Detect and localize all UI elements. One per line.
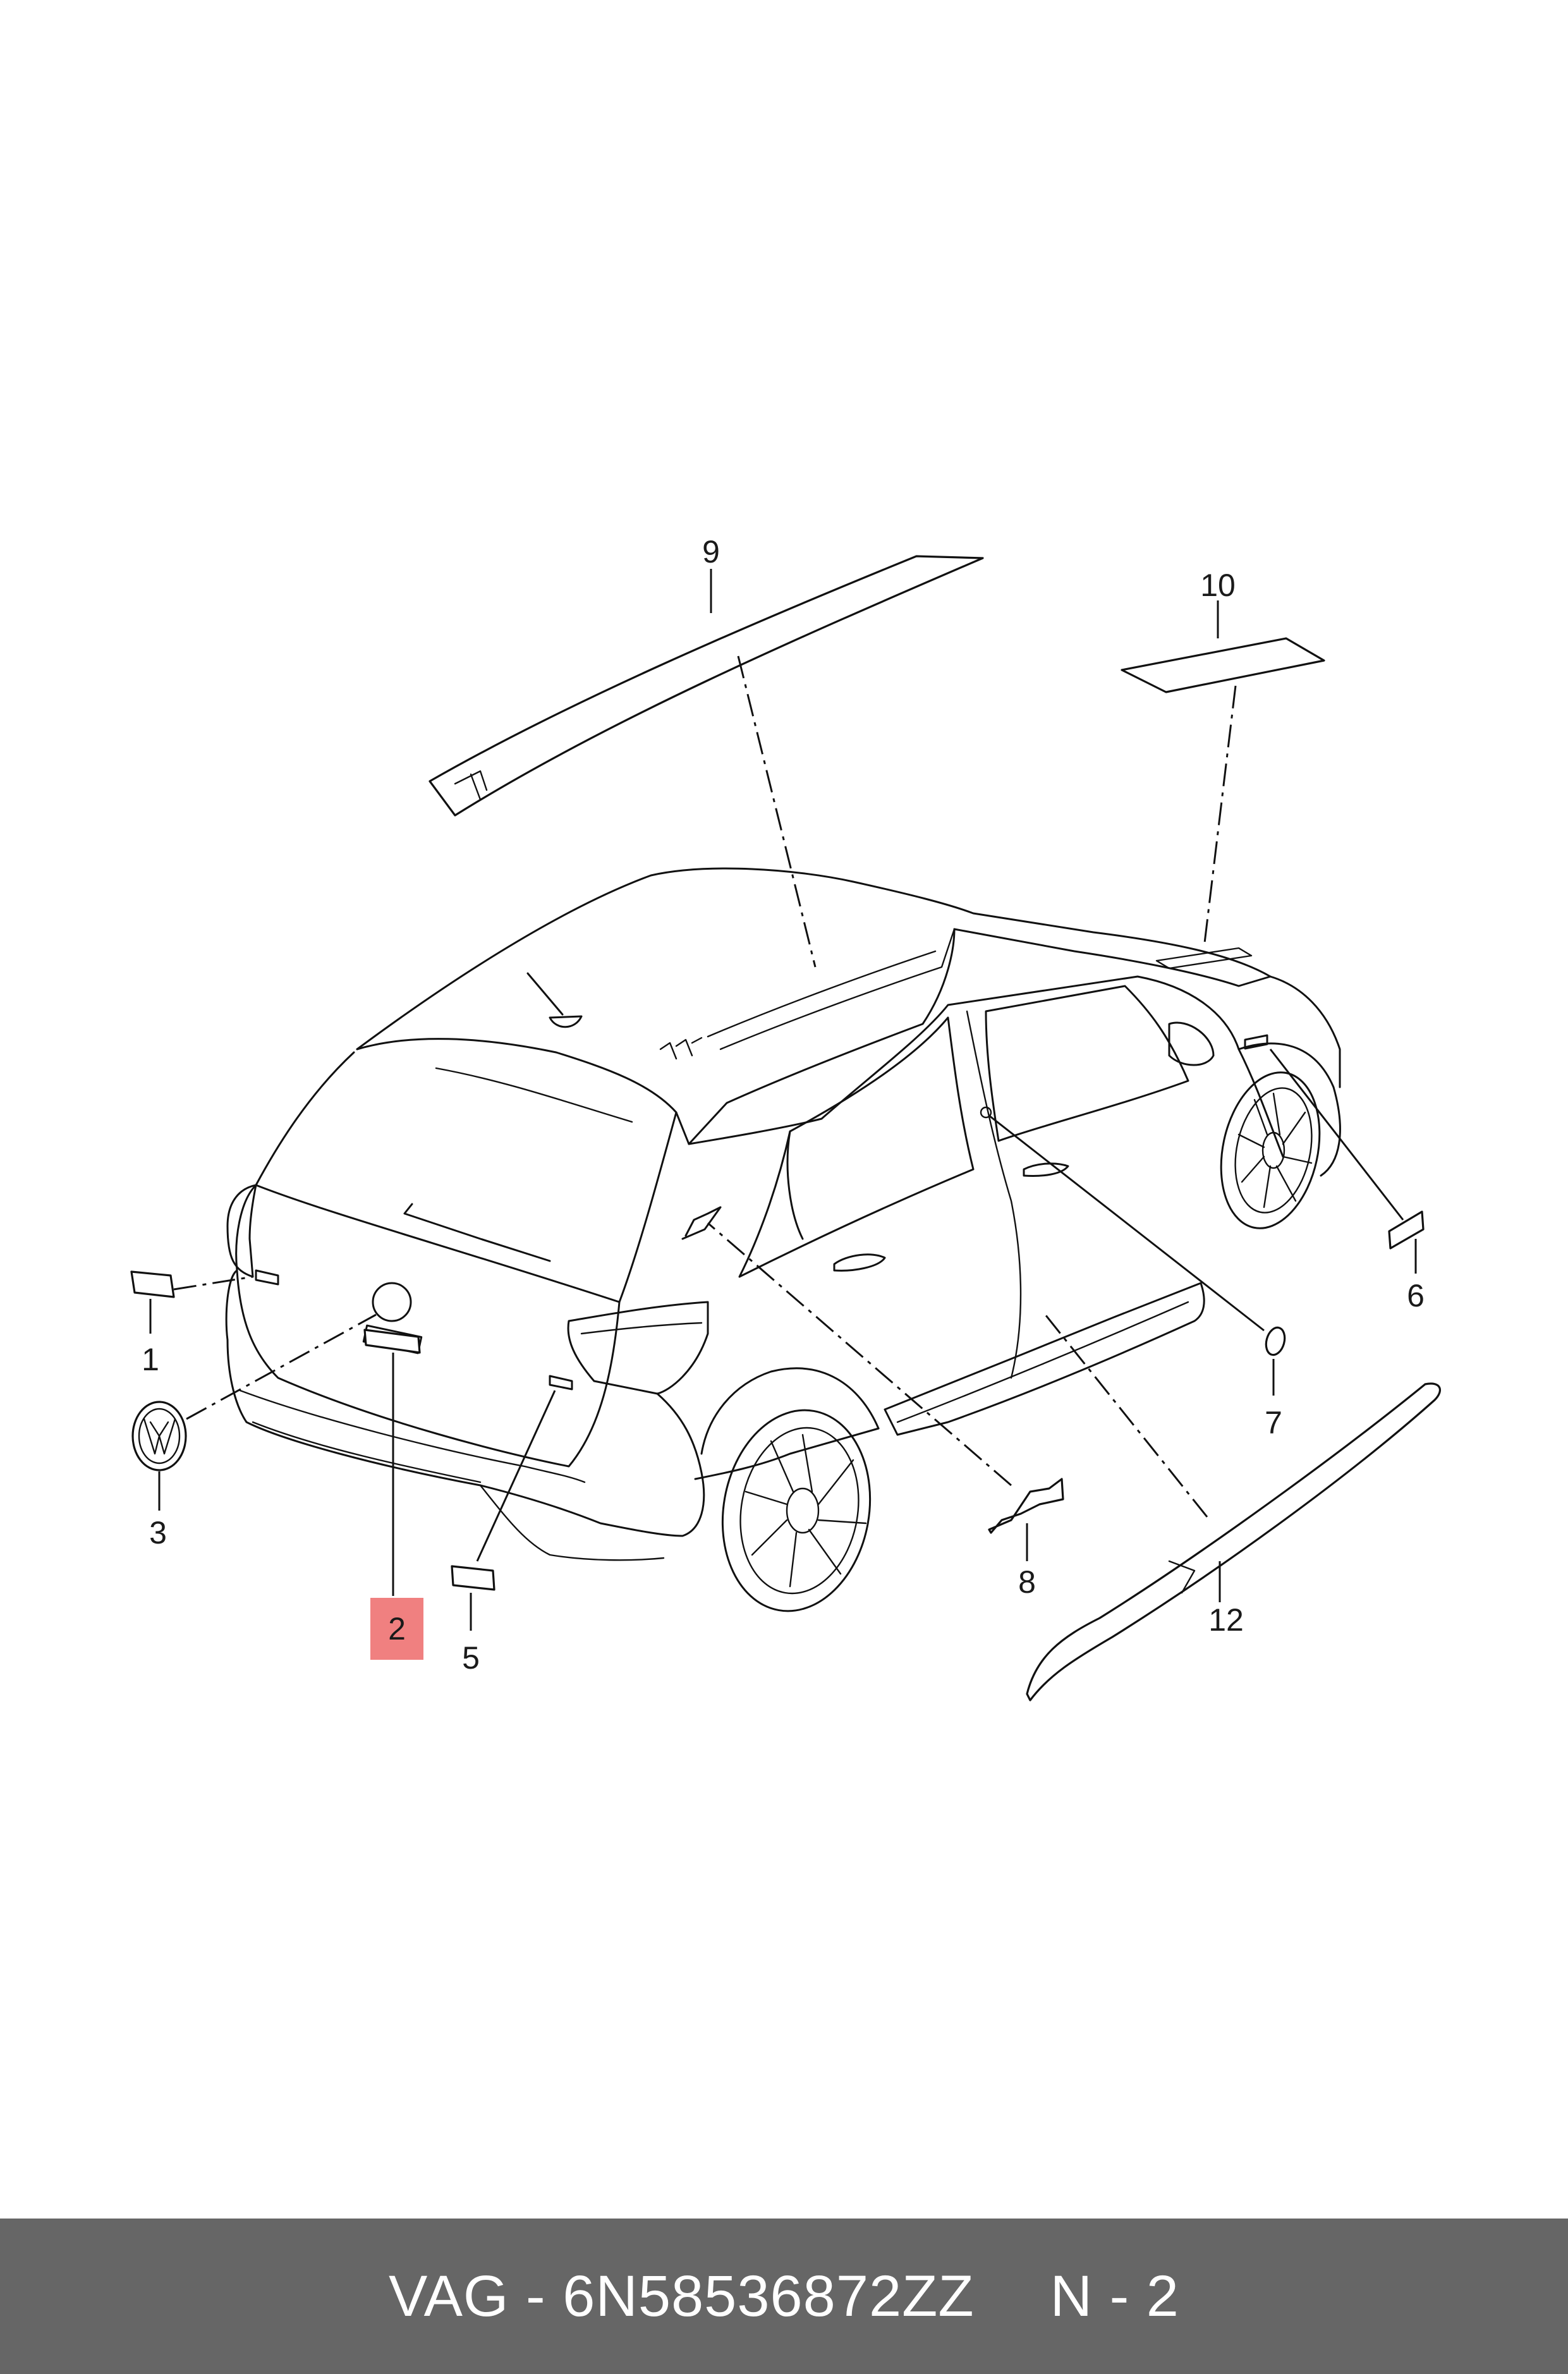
car-illustration [225,867,1341,1612]
callout-6: 6 [1407,1278,1425,1313]
part-3-vw-emblem [131,1401,187,1471]
callout-9: 9 [702,534,720,569]
callout-10: 10 [1200,568,1236,603]
part-9-roof-decal [428,555,984,817]
part-8-badge [988,1478,1064,1534]
footer-text: VAG - 6N58536872ZZ N - 2 [389,2263,1179,2330]
callout-2: 2 [388,1611,406,1647]
callout-2-highlight [370,1598,423,1660]
callout-5: 5 [462,1640,480,1676]
part-1-badge [130,1270,175,1298]
callout-1: 1 [142,1342,159,1377]
callout-3: 3 [149,1515,167,1550]
part-6-badge [1388,1210,1425,1250]
callout-12: 12 [1208,1602,1244,1638]
callout-8: 8 [1018,1564,1036,1600]
callout-7: 7 [1265,1405,1282,1440]
part-10-bonnet-decal [1121,637,1325,693]
part-12-side-strip [1026,1382,1442,1701]
part-7-clip [1265,1326,1286,1356]
footer-part-number: VAG - 6N58536872ZZ [389,2263,975,2328]
leader-lines [149,569,1417,1631]
part-2-badge [363,1329,421,1354]
part-5-badge [451,1565,495,1591]
footer-page-number: N - 2 [1050,2263,1179,2328]
parts-diagram: 9 10 1 2 3 5 6 7 8 12 [130,534,1442,1701]
footer-bar: VAG - 6N58536872ZZ N - 2 [0,2219,1568,2374]
